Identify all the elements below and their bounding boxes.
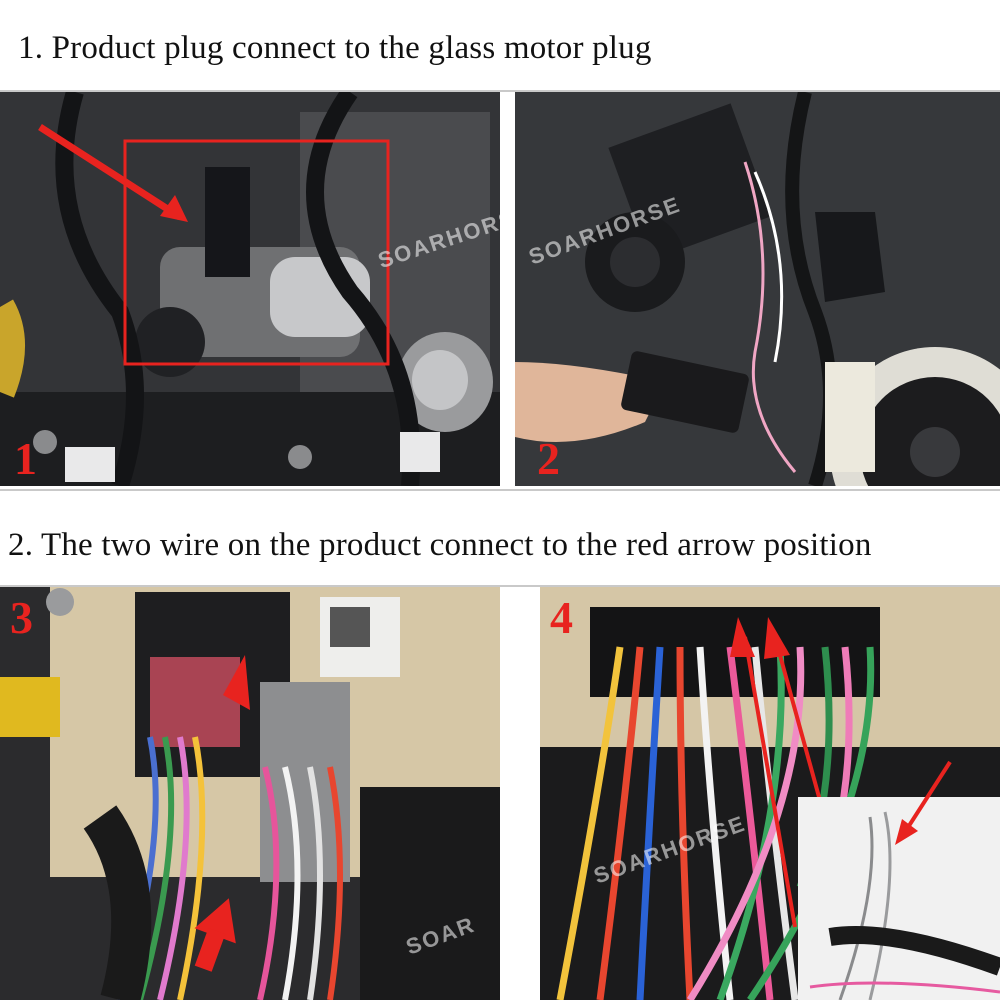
photo-module-install: 2 SOARHORSE	[515, 92, 1000, 486]
photo-connector-wires: 4 SOARHORSE	[540, 587, 1000, 1000]
photo-number: 3	[10, 592, 33, 643]
photo-fuse-box: 3 SOAR	[0, 587, 500, 1000]
divider	[0, 489, 1000, 491]
step-2-heading: 2. The two wire on the product connect t…	[8, 527, 872, 563]
photo-glass-motor: 1 SOARHORSE	[0, 92, 500, 486]
photo-number: 2	[537, 433, 560, 484]
photo-number: 1	[14, 433, 37, 484]
divider	[0, 585, 1000, 587]
step-1-heading: 1. Product plug connect to the glass mot…	[18, 30, 652, 66]
divider	[0, 90, 1000, 92]
photo-number: 4	[550, 592, 573, 643]
